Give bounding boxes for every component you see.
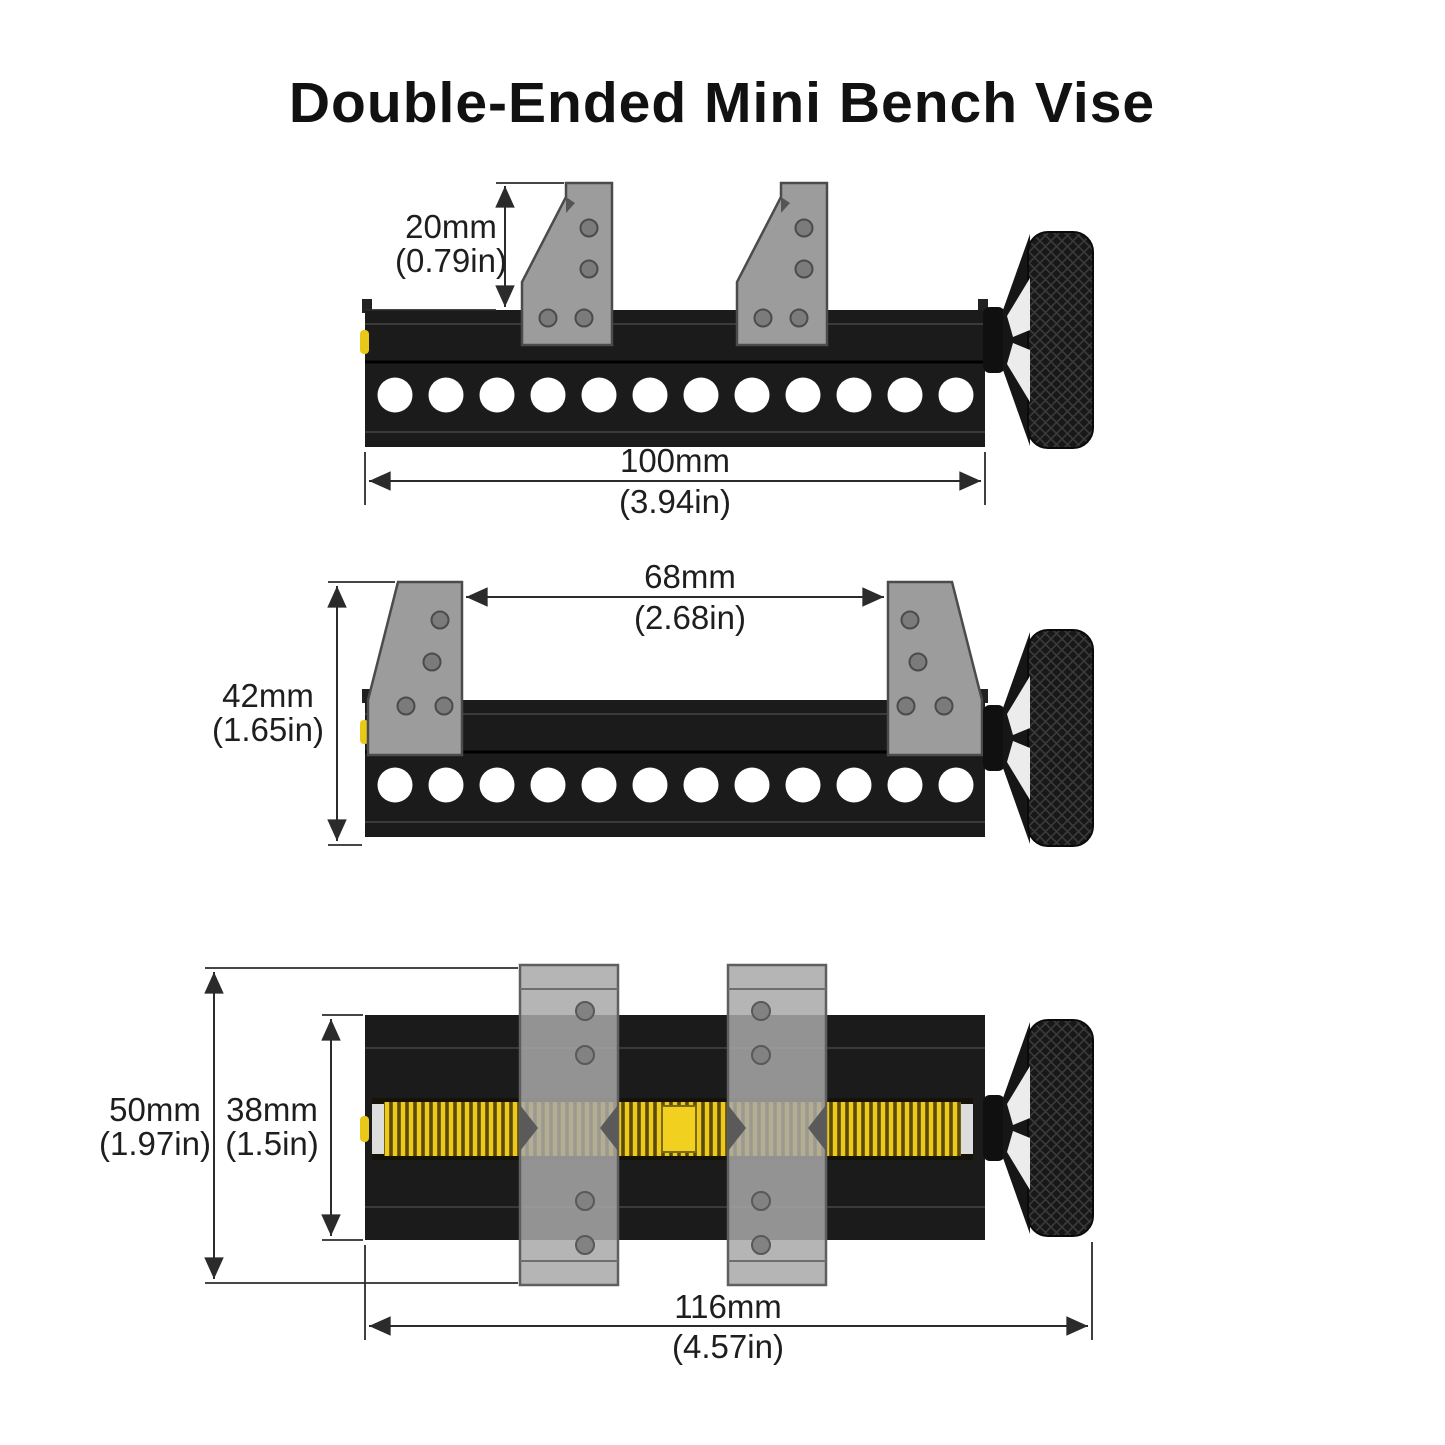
right-slider-block: [726, 963, 828, 1287]
front-view: 68mm (2.68in) 42mm (1.65in): [212, 558, 1094, 847]
screw-coupler: [661, 1105, 697, 1153]
left-jaw-side: [520, 181, 614, 347]
dim-body-width-imperial: (1.5in): [225, 1125, 319, 1162]
dim-overall-height: 42mm (1.65in): [212, 581, 395, 846]
dim-body-width: 38mm (1.5in): [225, 1014, 363, 1241]
dim-body-length-imperial: (3.94in): [619, 483, 731, 520]
dim-body-length: 100mm (3.94in): [364, 442, 986, 520]
dim-overall-width: 50mm (1.97in): [99, 967, 518, 1284]
tightening-knob: [982, 1019, 1094, 1237]
dim-body-width-metric: 38mm: [226, 1091, 318, 1128]
dim-jaw-opening-imperial: (2.68in): [634, 599, 746, 636]
dim-overall-length-imperial: (4.57in): [672, 1328, 784, 1365]
dim-overall-width-metric: 50mm: [109, 1091, 201, 1128]
lead-screw: [372, 1098, 973, 1160]
side-view: 20mm (0.79in) 100mm (3.94in): [358, 181, 1094, 520]
right-jaw-side: [735, 181, 829, 347]
page-title: Double-Ended Mini Bench Vise: [289, 71, 1155, 135]
dim-jaw-height-imperial: (0.79in): [395, 242, 507, 279]
right-jaw-front: [886, 580, 984, 757]
tightening-knob: [982, 629, 1094, 847]
locking-pin: [360, 1116, 369, 1142]
tightening-knob: [982, 231, 1094, 449]
dim-overall-width-imperial: (1.97in): [99, 1125, 211, 1162]
dim-jaw-opening: 68mm (2.68in): [466, 558, 884, 636]
dim-overall-length: 116mm (4.57in): [364, 1242, 1093, 1365]
vise-body-side: [358, 297, 990, 449]
top-view: 50mm (1.97in) 38mm (1.5in) 116mm (4.57in…: [99, 963, 1094, 1365]
dim-body-length-metric: 100mm: [620, 442, 730, 479]
dim-jaw-height-metric: 20mm: [405, 208, 497, 245]
dim-overall-height-imperial: (1.65in): [212, 711, 324, 748]
left-jaw-front: [366, 580, 464, 757]
left-slider-block: [518, 963, 620, 1287]
dim-jaw-height: 20mm (0.79in): [365, 182, 564, 311]
dim-overall-height-metric: 42mm: [222, 677, 314, 714]
dim-overall-length-metric: 116mm: [674, 1288, 782, 1325]
dim-jaw-opening-metric: 68mm: [644, 558, 736, 595]
